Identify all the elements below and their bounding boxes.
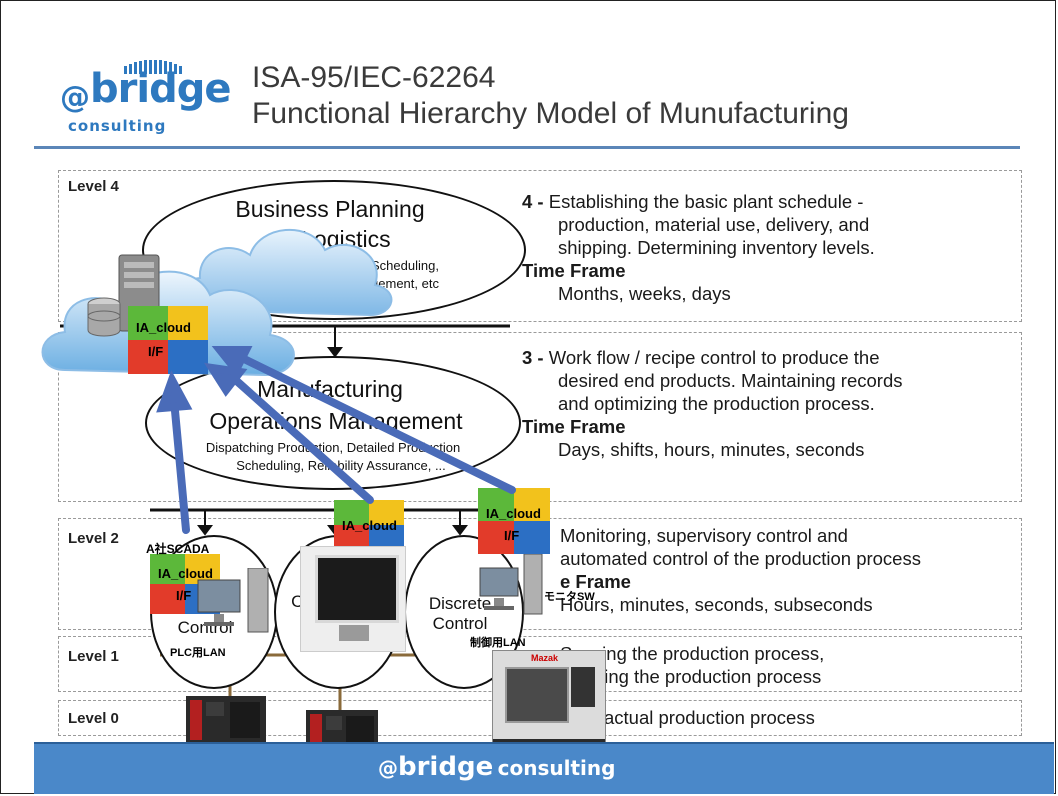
puzzle-cloud-icon (128, 306, 208, 374)
level-2-desc-1: Monitoring, supervisory control and (560, 525, 848, 546)
mom-sub-2: Scheduling, Reliability Assurance, ... (236, 458, 446, 473)
footer-divider (34, 742, 1054, 744)
level-4-timeframe: Months, weeks, days (558, 283, 731, 304)
puzzle-cloud-if-label: I/F (148, 344, 164, 359)
business-planning-sub-1: Scheduling, (371, 258, 439, 273)
level-2-timeframe: Hours, minutes, seconds, subseconds (560, 594, 873, 615)
level-3-desc-1: Work flow / recipe control to produce th… (548, 347, 880, 368)
footer-logo: @bridge consulting (378, 752, 615, 788)
level-4-timeframe-label: Time Frame (522, 260, 626, 281)
mom-sub-1: Dispatching Production, Detailed Product… (205, 440, 461, 455)
cnc-panel (571, 667, 595, 707)
level-0-label: Level 0 (68, 710, 119, 727)
database-icon (87, 297, 121, 337)
cnc-window (505, 667, 569, 723)
footer-logo-sub: consulting (497, 756, 616, 780)
level-2-description: Monitoring, supervisory control and auto… (560, 524, 1010, 616)
puzzle-tablet-icon (334, 500, 404, 550)
level-2-desc-2: automated control of the production proc… (560, 548, 921, 569)
footer-logo-at: @ (378, 756, 398, 780)
level-4-number: 4 - (522, 191, 544, 212)
level-1-desc-1: Sensing the production process, (560, 643, 825, 664)
discrete-control-label-2: Control (432, 614, 488, 633)
plc-1-icon (186, 696, 266, 744)
pc-scada-icon (197, 568, 269, 633)
business-planning-sub-2: gement, etc (371, 276, 439, 291)
level-2-timeframe-label: e Frame (560, 571, 631, 592)
level-3-desc-2: desired end products. Maintaining record… (558, 370, 903, 391)
business-planning-title: Business Planning (235, 196, 425, 222)
level-3-timeframe: Days, shifts, hours, minutes, seconds (558, 439, 865, 460)
tablet-screen (315, 555, 399, 623)
logo-at: @ (60, 80, 90, 115)
title-line-1: ISA-95/IEC-62264 (252, 61, 496, 94)
level-4-desc-2: production, material use, delivery, and (558, 214, 870, 235)
level-3-number: 3 - (522, 347, 544, 368)
title-underline (34, 146, 1020, 149)
logo-word: bridge (90, 66, 231, 112)
puzzle-tablet-label: IA_cloud (342, 518, 397, 533)
puzzle-scada-if-label: I/F (176, 588, 192, 603)
level-4-desc-1: Establishing the basic plant schedule - (548, 191, 864, 212)
level-3-description: 3 - Work flow / recipe control to produc… (522, 346, 1002, 461)
level-4-box (58, 170, 1022, 322)
monitor-sw-label: モニタSW (544, 591, 595, 603)
logo-subtitle: consulting (68, 117, 167, 135)
level-0-desc-1: actual production process (604, 707, 815, 728)
level-2-label: Level 2 (68, 530, 119, 547)
level-0-description: actual production process (604, 706, 1004, 729)
puzzle-cloud-label: IA_cloud (136, 320, 191, 335)
discrete-control-label-1: Discrete (428, 594, 492, 613)
cnc-brand-label: Mazak (531, 653, 559, 663)
level-4-label: Level 4 (68, 178, 119, 195)
level-3-timeframe-label: Time Frame (522, 416, 626, 437)
pc-discrete-icon (479, 554, 543, 615)
level-3-desc-3: and optimizing the production process. (558, 393, 875, 414)
puzzle-discrete-icon (478, 488, 550, 554)
level-1-desc-2: ipulating the production process (560, 666, 822, 687)
level-4-desc-3: shipping. Determining inventory levels. (558, 237, 875, 258)
mom-title-2: Operations Management (209, 408, 463, 434)
level-1-description: Sensing the production process, ipulatin… (560, 642, 1010, 688)
logo-bars-icon (124, 60, 182, 74)
scada-label: A社SCADA (146, 542, 210, 556)
puzzle-discrete-label: IA_cloud (486, 506, 541, 521)
control-lan-label: 制御用LAN (470, 637, 526, 649)
footer-logo-word: bridge (398, 752, 494, 782)
title-line-2: Functional Hierarchy Model of Munufactur… (252, 97, 849, 130)
plc-lan-label: PLC用LAN (170, 647, 226, 659)
level-1-label: Level 1 (68, 648, 119, 665)
level-4-description: 4 - Establishing the basic plant schedul… (522, 190, 1002, 305)
tablet-stand (339, 625, 369, 641)
puzzle-scada-label: IA_cloud (158, 566, 213, 581)
tablet-device-icon (300, 546, 406, 652)
header-logo: @ bridge consulting (60, 60, 240, 140)
slide-title: ISA-95/IEC-62264 Functional Hierarchy Mo… (252, 60, 849, 132)
puzzle-discrete-if-label: I/F (504, 528, 520, 543)
footer-bar (34, 744, 1054, 794)
